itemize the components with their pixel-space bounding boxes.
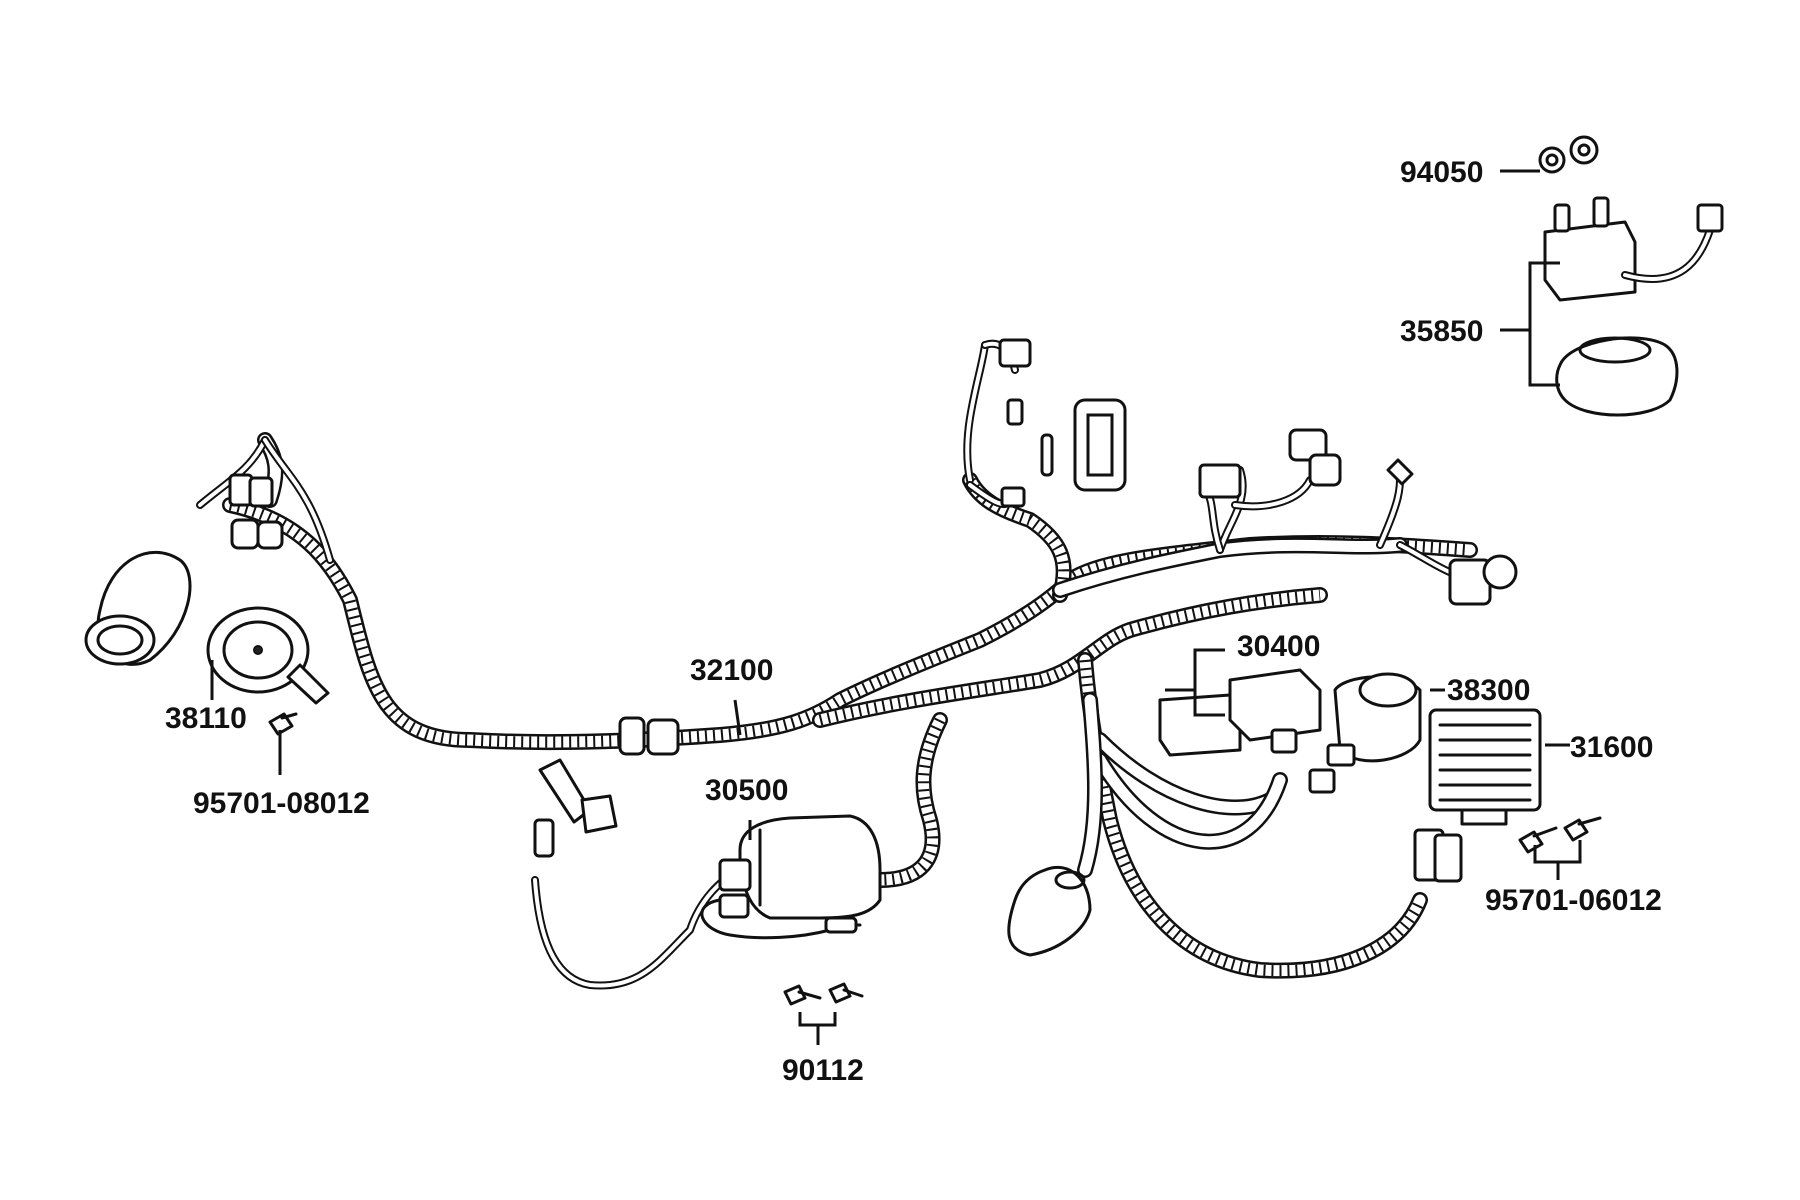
label-30400: 30400 [1237, 630, 1320, 663]
fuse-icon [1040, 433, 1054, 477]
right-connector [1413, 828, 1463, 883]
main-wiring-harness [222, 432, 1478, 979]
label-94050: 94050 [1400, 156, 1483, 189]
starter-solenoid [1543, 196, 1724, 417]
label-32100: 32100 [690, 654, 773, 687]
capacitor [1007, 865, 1092, 957]
cdi-unit [1158, 668, 1336, 794]
bolt-95701-08012 [268, 712, 298, 736]
label-95701-08012: 95701-08012 [193, 787, 370, 820]
label-38110: 38110 [165, 702, 247, 735]
relay [1326, 672, 1422, 767]
spark-plug-cap [531, 758, 744, 990]
leader-lines [210, 169, 1582, 1045]
ignition-coil [700, 814, 882, 940]
label-31600: 31600 [1570, 731, 1653, 764]
part-labels: 94050 35850 30400 38300 31600 32100 3811… [165, 156, 1662, 1087]
label-95701-06012: 95701-06012 [1485, 884, 1662, 917]
horn [206, 606, 330, 705]
bolts-95701-06012 [1518, 816, 1602, 854]
headlight-socket [84, 436, 334, 666]
label-30500: 30500 [705, 774, 788, 807]
top-center-connectors [998, 338, 1518, 606]
bolts-90112 [783, 982, 864, 1006]
label-38300: 38300 [1447, 674, 1530, 707]
regulator-rectifier [1428, 708, 1542, 826]
nuts-94050 [1538, 135, 1599, 174]
label-90112: 90112 [782, 1054, 864, 1087]
label-35850: 35850 [1400, 315, 1483, 348]
